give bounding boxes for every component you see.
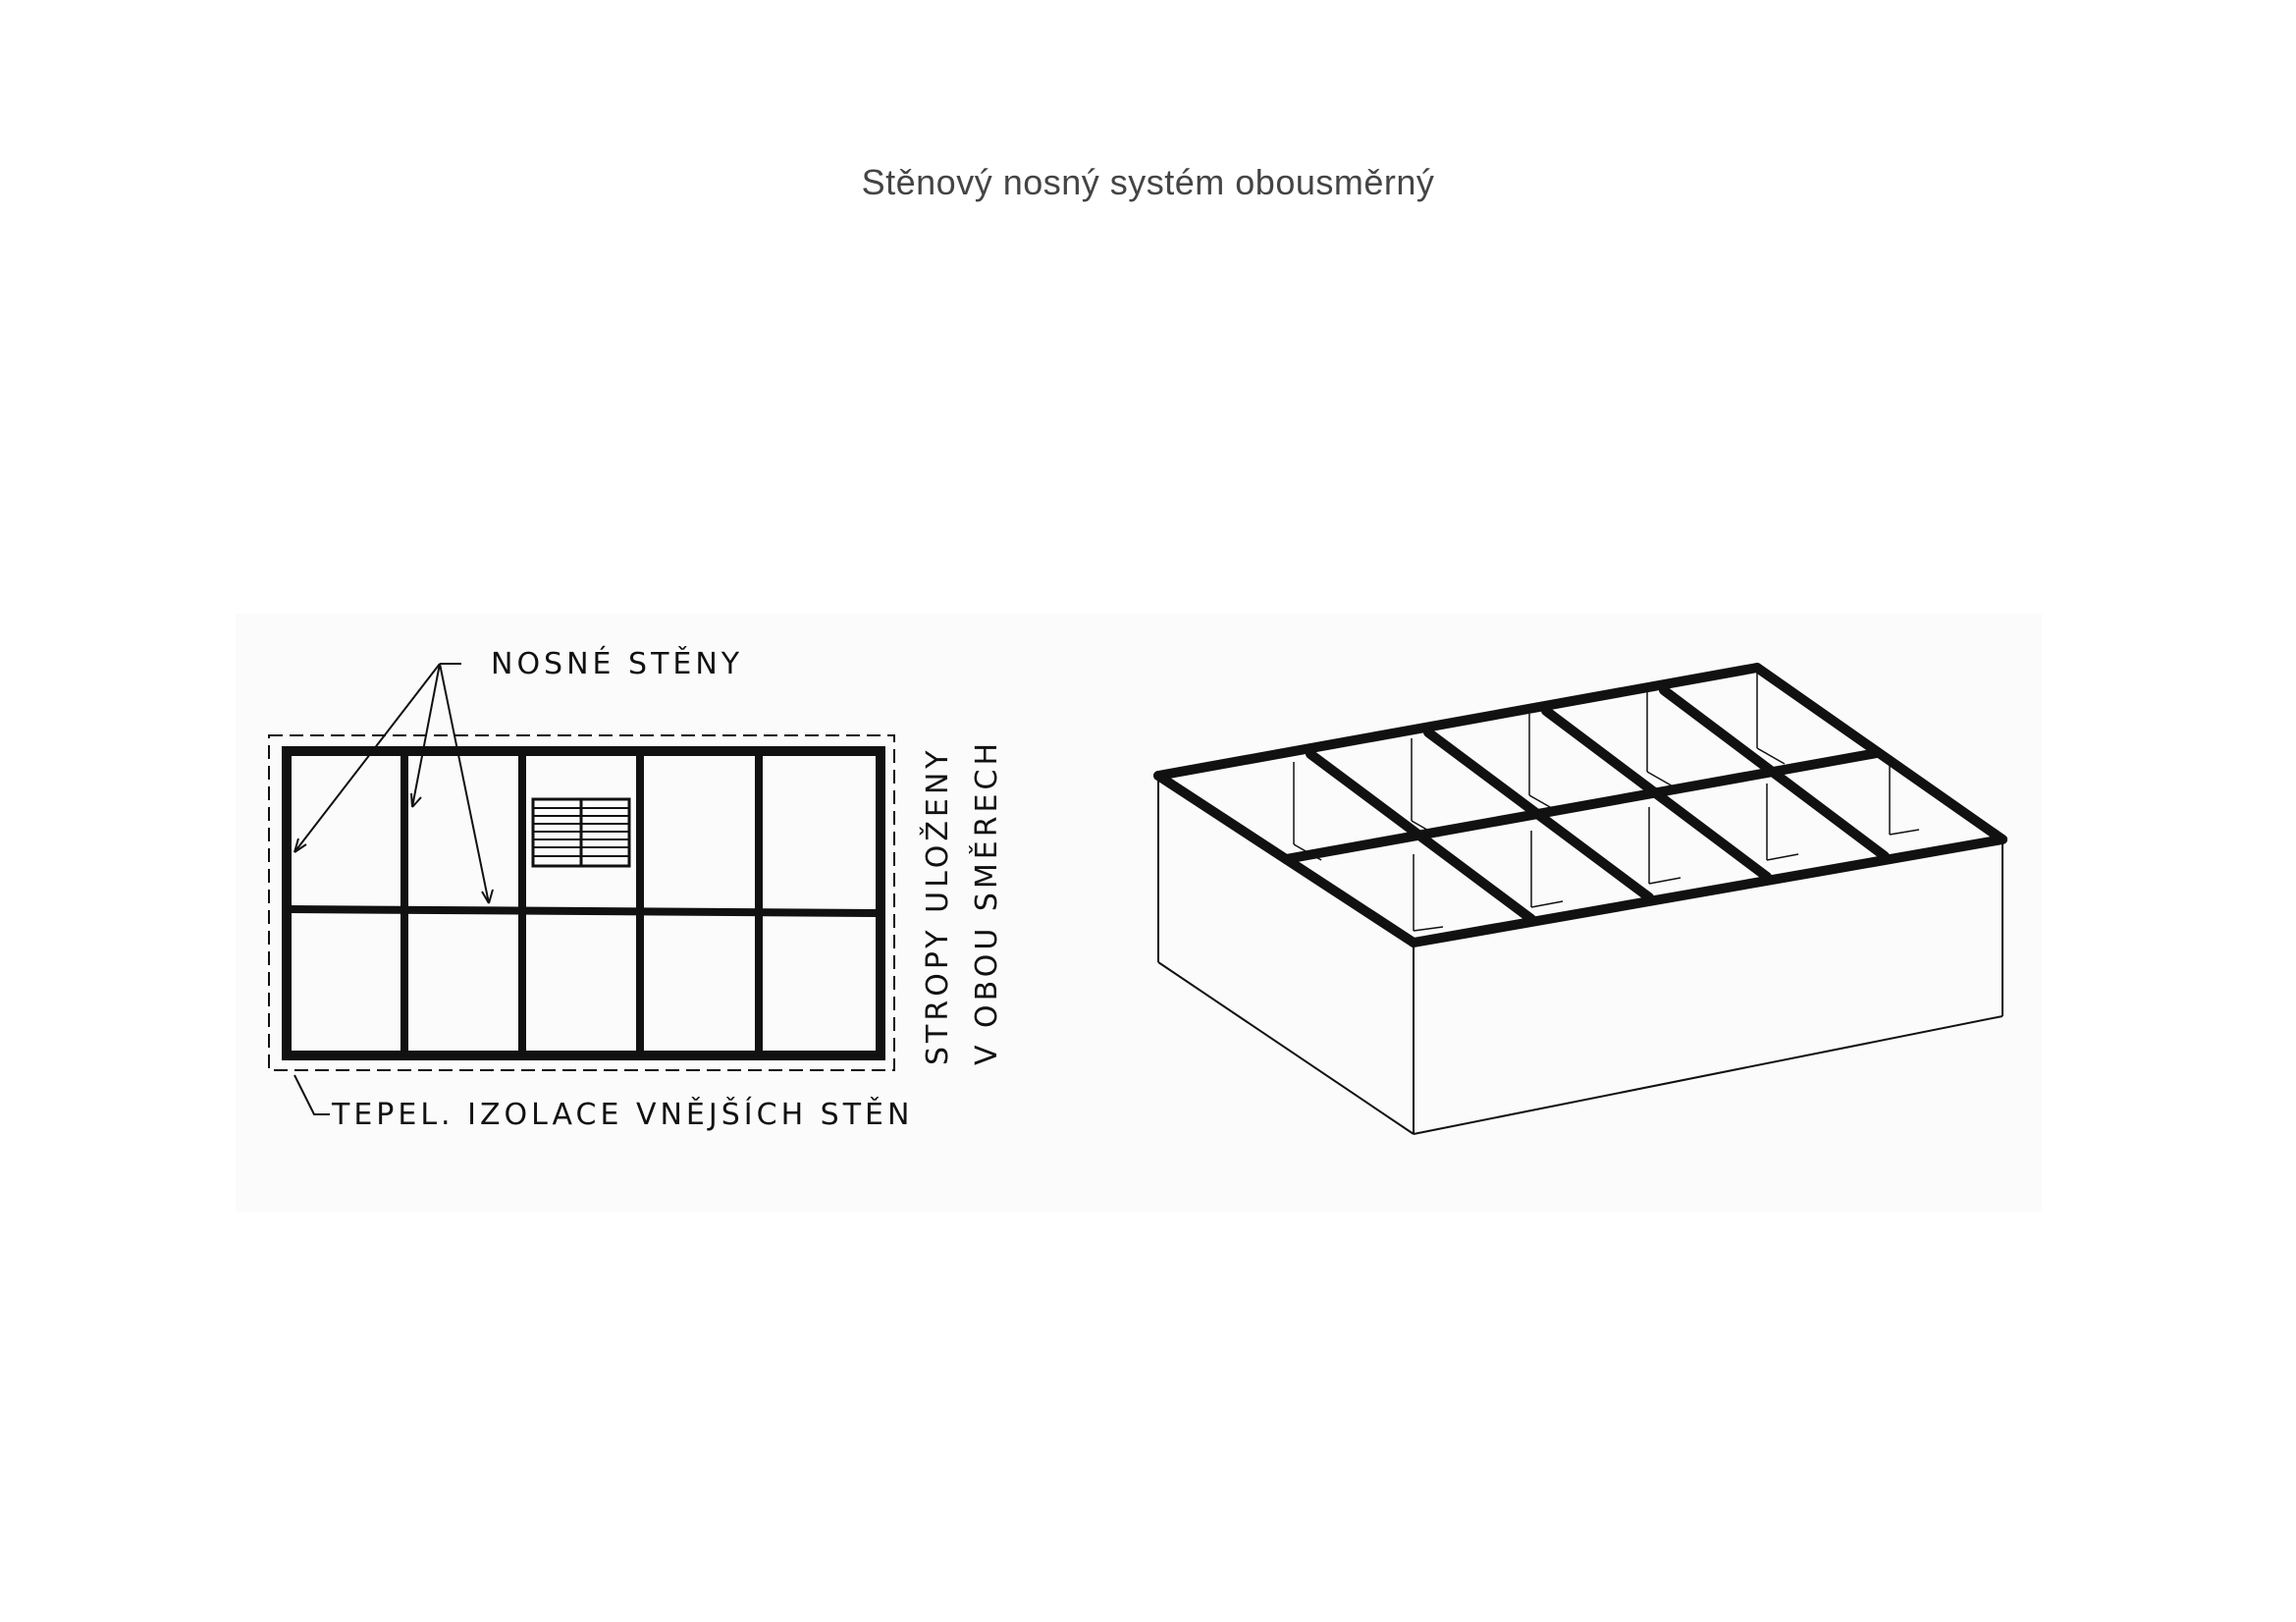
insulation-outline: [268, 734, 895, 1071]
label-ceilings-line2: V OBOU SMĚRECH: [969, 739, 1004, 1065]
front-wall-top: [1409, 835, 2007, 947]
back-wall-top: [1153, 663, 1762, 781]
inner-walls: [1293, 668, 1920, 932]
cross-wall-top-2: [1423, 728, 1654, 902]
top-wall-grid: [1153, 663, 2007, 947]
cross-wall-top-1: [1306, 749, 1536, 924]
floor-plan: [268, 663, 895, 1115]
cross-wall-top-3: [1541, 706, 1772, 882]
leader-lines: [294, 663, 494, 904]
page-title: Stěnový nosný systém obousměrný: [861, 162, 1435, 202]
cross-wall-top-4: [1659, 685, 1890, 861]
middle-wall: [286, 905, 881, 917]
label-load-bearing-walls: NOSNÉ STĚNY: [491, 646, 743, 681]
insulation-leader: [294, 1074, 330, 1115]
label-ceilings-line1: STROPY ULOŽENY: [920, 746, 955, 1065]
isometric-view: [1153, 663, 2007, 1135]
outer-wall: [282, 746, 885, 1060]
staircase: [531, 797, 631, 868]
label-insulation: TEPEL. IZOLACE VNĚJŠÍCH STĚN: [331, 1096, 913, 1132]
